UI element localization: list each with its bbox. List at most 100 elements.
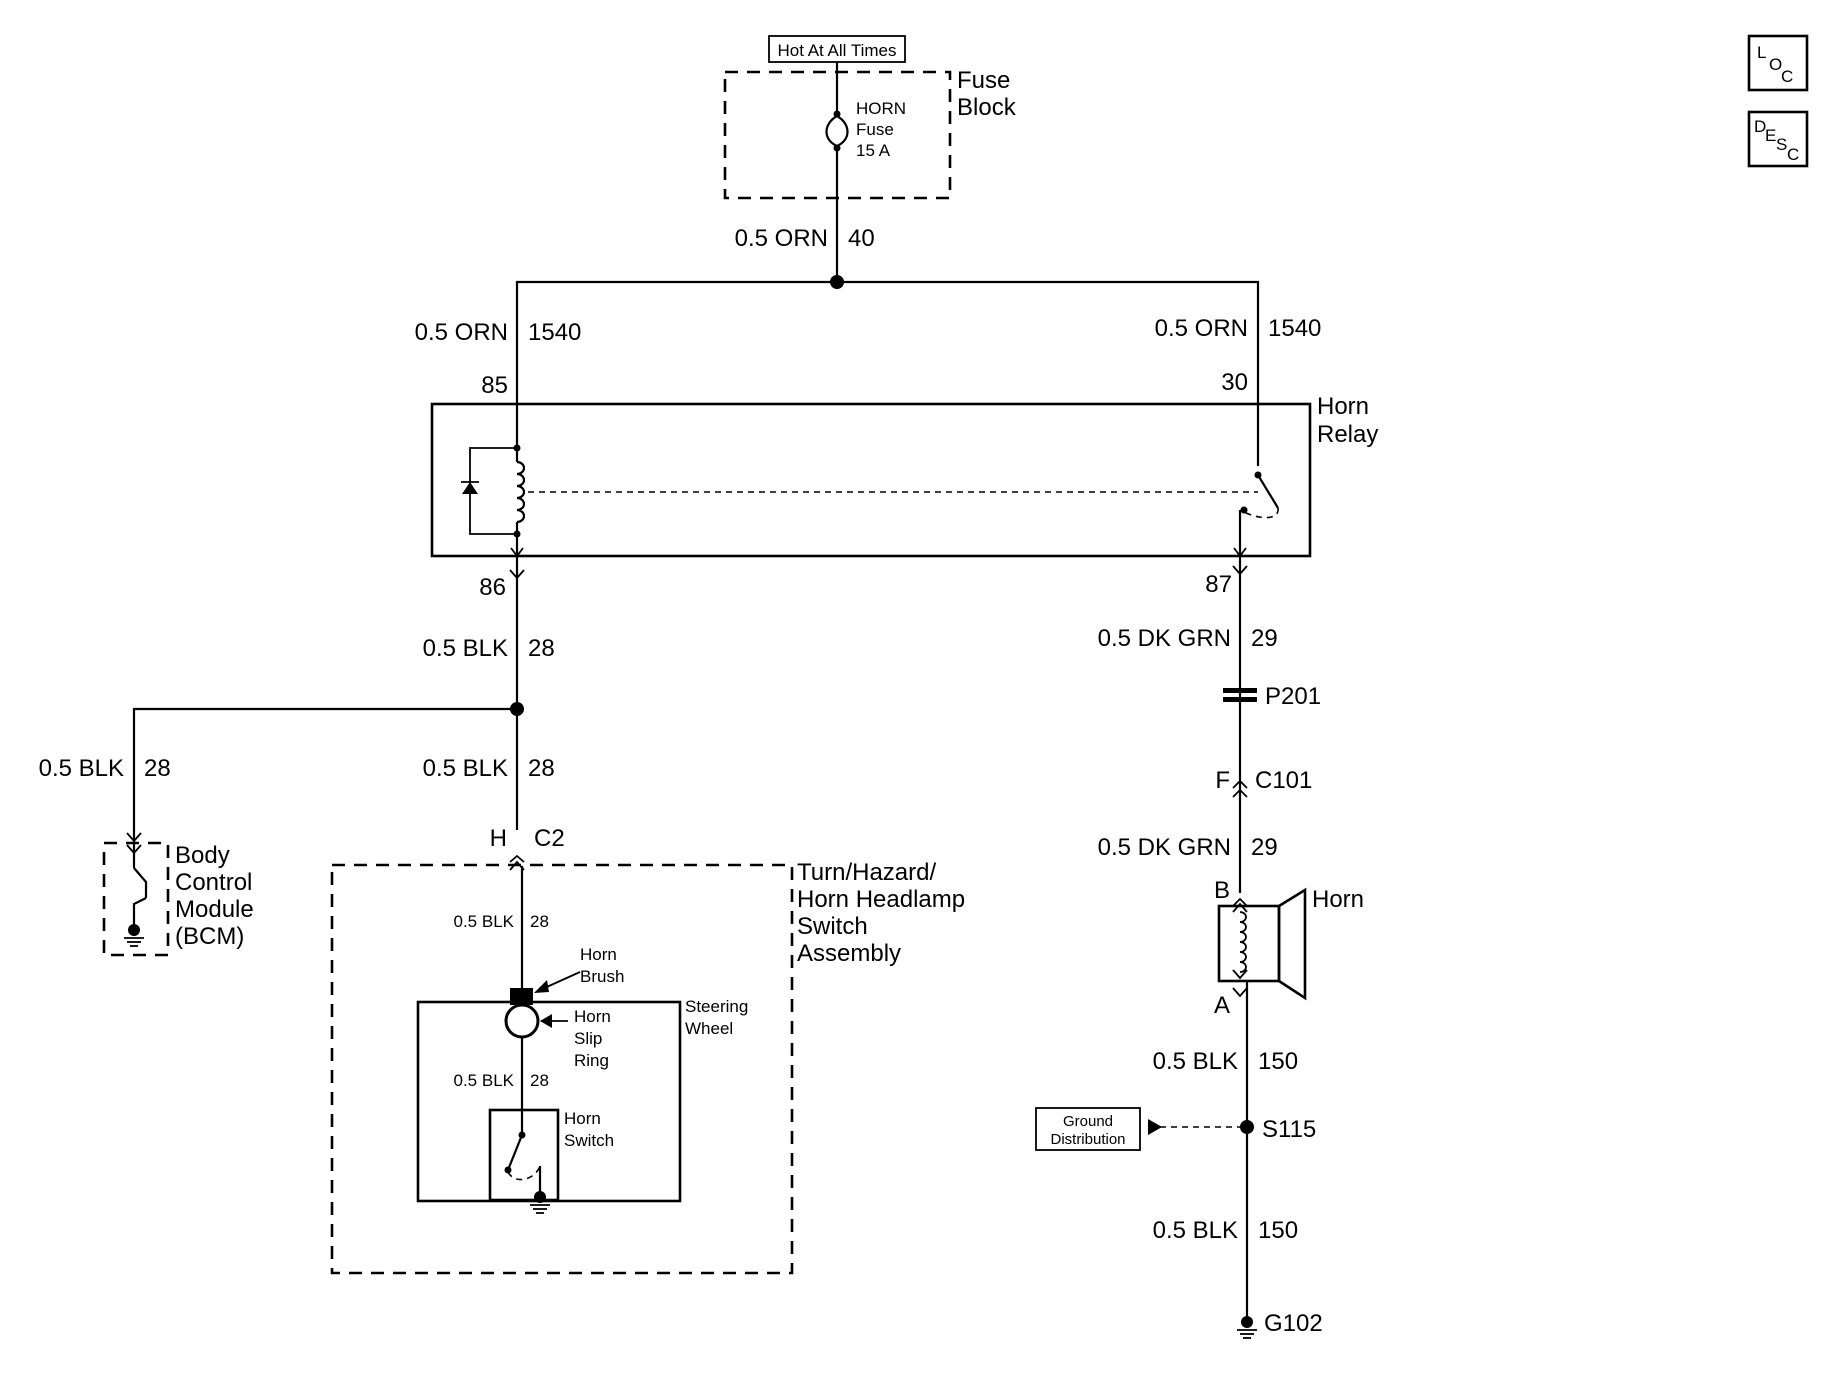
horn-switch-label-1: Horn (564, 1109, 601, 1128)
horn-feed-gauge: 0.5 DK GRN (1098, 834, 1231, 861)
switch-assembly-title-2: Horn Headlamp (797, 886, 965, 913)
s115-label: S115 (1262, 1116, 1316, 1143)
desc-letter-4: C (1787, 145, 1799, 164)
c101-pin: F (1215, 767, 1230, 794)
horn-brush-icon (510, 988, 533, 1005)
slip-ring-label-2: Slip (574, 1029, 602, 1048)
splice-s115: S115 Ground Distribution (1035, 1107, 1316, 1151)
horn-relay-outline (430, 402, 1312, 558)
wire-40-circuit: 40 (848, 225, 875, 252)
bcm-ground-icon (128, 924, 140, 936)
desc-letter-3: S (1776, 135, 1787, 154)
c101-connector: C101 (1255, 767, 1312, 794)
fuse-block-title-2: Block (957, 94, 1017, 121)
c2-pin: H (490, 825, 507, 852)
connector-c101: F C101 (1215, 767, 1312, 798)
desc-letter-1: D (1754, 117, 1766, 136)
wire-1540-left-gauge: 0.5 ORN (415, 319, 508, 346)
slip-ring-label-3: Ring (574, 1051, 609, 1070)
wire-1540-right-gauge: 0.5 ORN (1155, 315, 1248, 342)
wire-28-switch-circuit: 28 (528, 755, 555, 782)
horn-relay: 85 30 Horn Relay (430, 369, 1378, 558)
turn-hazard-horn-headlamp-switch-assembly: H C2 Turn/Hazard/ Horn Headlamp Switch A… (330, 825, 965, 1275)
fuse-word: Fuse (856, 120, 894, 139)
switch-assembly-title-3: Switch (797, 913, 868, 940)
horn: B Horn A (1214, 877, 1364, 1019)
wire-29-circuit: 29 (1251, 625, 1278, 652)
bcm-label-4: (BCM) (175, 923, 244, 950)
desc-icon[interactable] (1747, 110, 1809, 168)
horn-brush-label-2: Brush (580, 967, 624, 986)
loc-icon[interactable] (1747, 34, 1809, 92)
fuse-rating: 15 A (856, 141, 891, 160)
slip-ring-label-1: Horn (574, 1007, 611, 1026)
g102-ground-icon (1241, 1316, 1253, 1328)
horn-switch-outline (488, 1108, 560, 1202)
relay-switch-contact (1257, 474, 1279, 509)
horn-switch-label-2: Switch (564, 1131, 614, 1150)
bcm-switch-icon (133, 867, 148, 898)
c2-connector: C2 (534, 825, 565, 852)
slip-wire-circuit: 28 (530, 1071, 549, 1090)
horn-switch-ground-icon (534, 1191, 546, 1203)
horn-brush-label-1: Horn (580, 945, 617, 964)
horn-switch-contact-icon (506, 1134, 524, 1171)
wire-28-switch-gauge: 0.5 BLK (423, 755, 508, 782)
switch-assembly-title-4: Assembly (797, 940, 901, 967)
desc-letter-2: E (1765, 126, 1776, 145)
ground-distribution-label-1: Ground (1063, 1113, 1113, 1130)
wire-1540 (515, 280, 1260, 466)
ground-g102: G102 (1237, 1310, 1323, 1339)
loc-letter-3: C (1781, 67, 1793, 86)
fuse-icon (825, 115, 849, 148)
wire-28-bcm-circuit: 28 (144, 755, 171, 782)
desc-button[interactable]: D E S C (1747, 110, 1809, 168)
steering-wheel-label-2: Wheel (685, 1019, 733, 1038)
switch-assembly-outline (330, 863, 794, 1275)
ground-distribution-label-2: Distribution (1050, 1131, 1125, 1148)
relay-pin-85: 85 (481, 372, 508, 399)
wire-40-gauge: 0.5 ORN (735, 225, 828, 252)
wire-1540-left-circuit: 1540 (528, 319, 581, 346)
wire-150-lower-circuit: 150 (1258, 1217, 1298, 1244)
g102-label: G102 (1264, 1310, 1323, 1337)
wire-28-circuit: 28 (528, 635, 555, 662)
steering-wheel-label-1: Steering (685, 997, 748, 1016)
p201-icon (1223, 688, 1257, 693)
relay-diode-loop (469, 447, 517, 535)
brush-wire-gauge: 0.5 BLK (454, 912, 515, 931)
loc-letter-1: L (1757, 43, 1766, 62)
ground-distribution-box[interactable] (1035, 1107, 1141, 1151)
steering-wheel-outline (416, 1000, 682, 1203)
loc-letter-2: O (1769, 55, 1782, 74)
relay-pin-30: 30 (1221, 369, 1248, 396)
horn-feed-circuit: 29 (1251, 834, 1278, 861)
wire-28-bcm-gauge: 0.5 BLK (39, 755, 124, 782)
fuse-name: HORN (856, 99, 906, 118)
slip-wire-gauge: 0.5 BLK (454, 1071, 515, 1090)
switch-assembly-title-1: Turn/Hazard/ (797, 859, 936, 886)
fuse-block-title-1: Fuse (957, 67, 1010, 94)
loc-button[interactable]: L O C (1747, 34, 1809, 92)
pass-through-p201: P201 (1223, 683, 1321, 710)
diode-icon (462, 482, 478, 494)
wire-1540-right-circuit: 1540 (1268, 315, 1321, 342)
horn-relay-title-2: Relay (1317, 421, 1378, 448)
fuse-block: Hot At All Times HORN Fuse 15 A Fuse Blo… (723, 35, 1017, 200)
horn-label: Horn (1312, 886, 1364, 913)
relay-pin-86: 86 (479, 574, 506, 601)
horn-icon (1277, 887, 1307, 1001)
horn-body (1217, 904, 1281, 983)
bcm-label-2: Control (175, 869, 252, 896)
bcm-outline (102, 841, 170, 957)
hot-at-all-times-label: Hot At All Times (777, 41, 896, 60)
horn-pin-b: B (1214, 877, 1230, 904)
s115-node (1240, 1120, 1254, 1134)
p201-label: P201 (1265, 683, 1321, 710)
wire-28-gauge: 0.5 BLK (423, 635, 508, 662)
wire-29-gauge: 0.5 DK GRN (1098, 625, 1231, 652)
bcm-label-1: Body (175, 842, 230, 869)
horn-slip-ring-icon (504, 1003, 540, 1039)
wire-28-bcm (132, 707, 517, 840)
